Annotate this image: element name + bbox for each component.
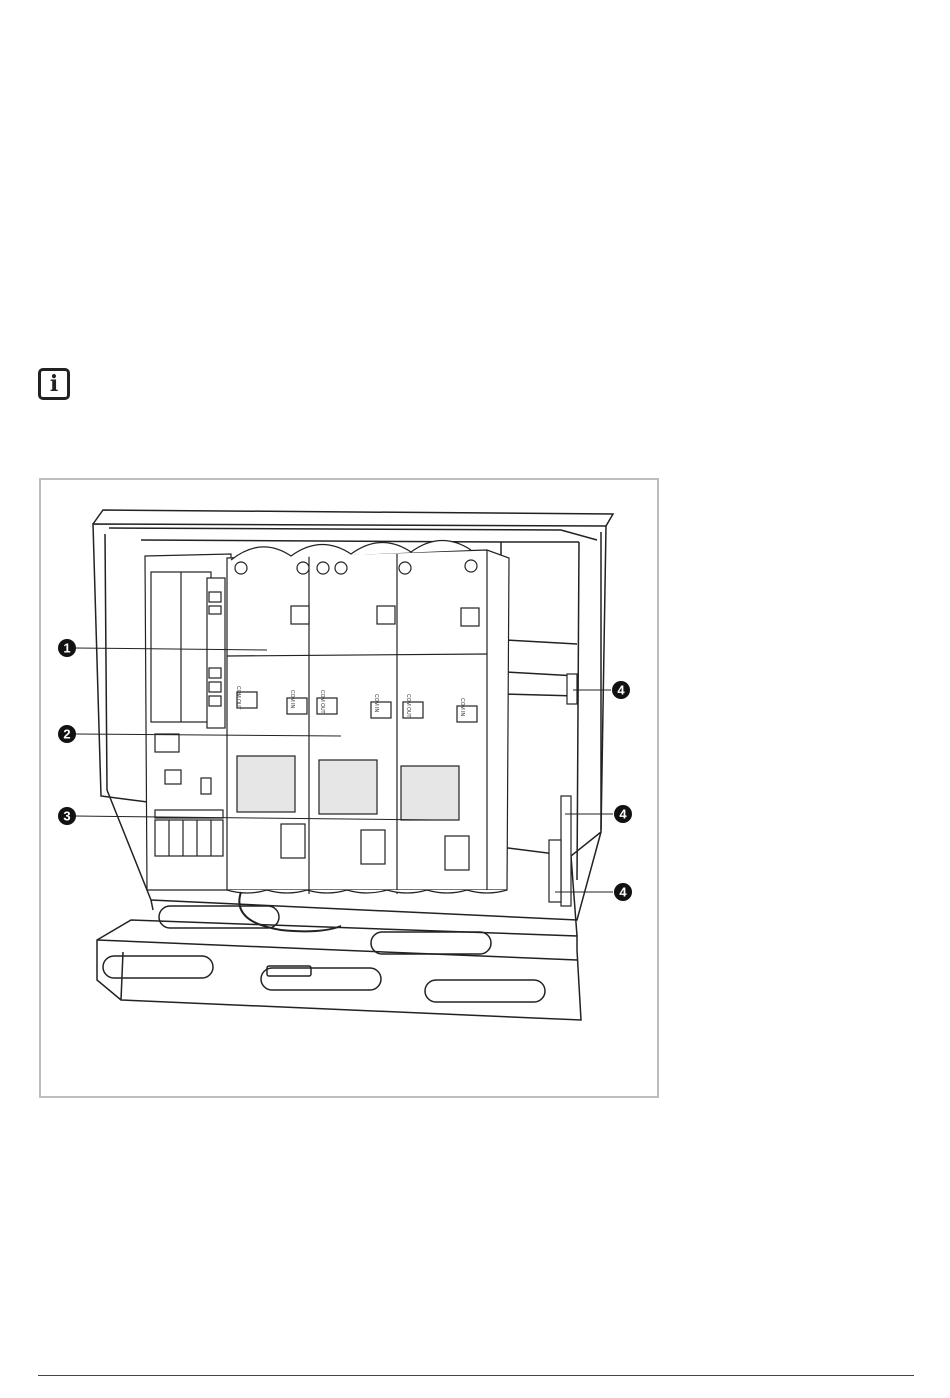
port-label-com-in-3: COM IN (373, 694, 379, 712)
callout-1: 1 (58, 639, 76, 657)
port-label-com-out-1: COM OUT (235, 686, 241, 710)
footer-rule (38, 1375, 914, 1376)
callout-2: 2 (58, 725, 76, 743)
callout-3-label: 3 (63, 809, 70, 824)
callout-3: 3 (58, 807, 76, 825)
port-label-com-in-4: COM IN (459, 698, 465, 716)
callout-4-bottom: 4 (614, 883, 632, 901)
control-panel (145, 554, 231, 890)
callout-1-label: 1 (63, 641, 70, 656)
port-label-com-out-2: COM OUT (319, 690, 325, 714)
callout-4-bottom-label: 4 (619, 885, 627, 900)
port-label-com-out-3: COM OUT (405, 694, 411, 718)
enclosure-drawing: COM OUT COM IN COM OUT COM IN COM OUT CO… (41, 480, 657, 1096)
figure-enclosure-illustration: COM OUT COM IN COM OUT COM IN COM OUT CO… (39, 478, 659, 1098)
callout-4-top: 4 (612, 681, 630, 699)
info-icon: i (38, 368, 70, 400)
callout-4-middle-label: 4 (619, 807, 627, 822)
port-label-com-in-2: COM IN (289, 690, 295, 708)
callout-4-top-label: 4 (617, 683, 625, 698)
callout-4-middle: 4 (614, 805, 632, 823)
rectifier-modules (227, 540, 509, 894)
callout-2-label: 2 (63, 727, 70, 742)
